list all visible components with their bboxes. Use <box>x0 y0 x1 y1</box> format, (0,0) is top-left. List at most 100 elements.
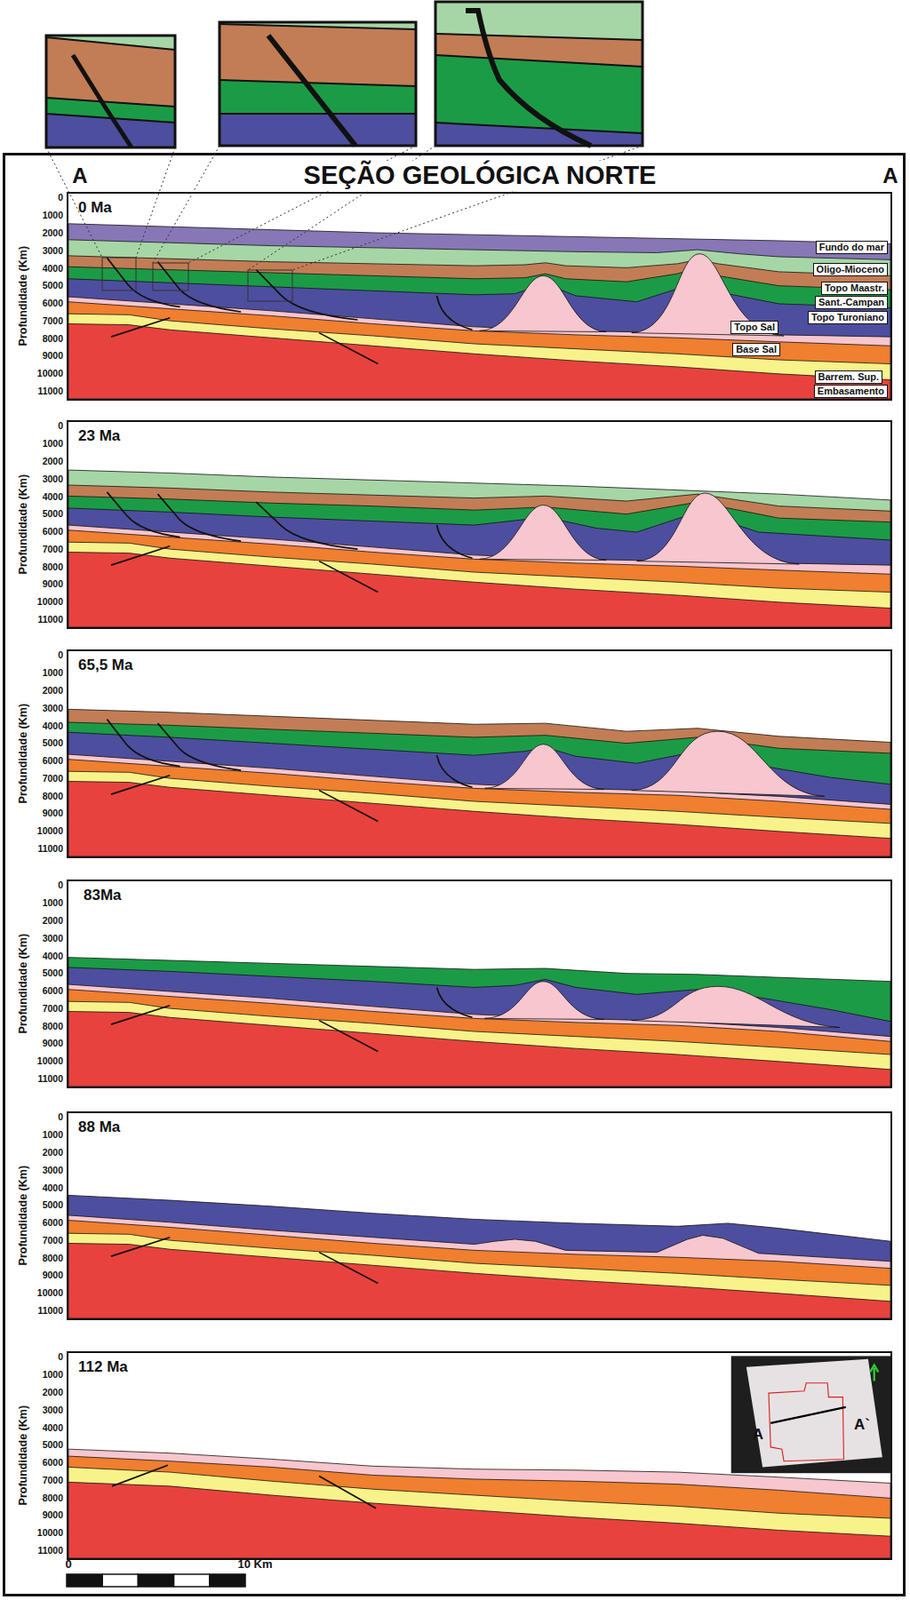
layer <box>68 709 891 857</box>
depth-tick: 5000 <box>42 508 64 519</box>
depth-tick: 0 <box>57 420 64 432</box>
inset-boundary <box>435 33 643 40</box>
fault <box>111 1465 168 1487</box>
zoom-box <box>152 263 189 291</box>
fault <box>111 1237 170 1257</box>
zoom-box <box>102 257 136 291</box>
depth-tick: 0 <box>57 649 64 661</box>
depth-tick: 2000 <box>42 227 64 239</box>
salt-diapir <box>631 731 825 797</box>
fault <box>157 723 241 771</box>
inset-boundary <box>219 112 416 115</box>
section-end-label: A <box>71 163 88 189</box>
layer-label: Oligo-Mioceno <box>816 263 885 275</box>
salt-diapir <box>484 744 605 791</box>
layer-label-box: Topo Maastr. <box>821 281 888 296</box>
salt-diapir <box>479 505 607 561</box>
layer <box>68 1482 891 1559</box>
depth-tick: 11000 <box>37 1545 64 1557</box>
depth-tick: 11000 <box>37 385 64 397</box>
inset-boundary <box>435 122 643 134</box>
depth-tick: 9000 <box>42 1509 64 1521</box>
fault <box>319 333 378 365</box>
depth-tick: 9000 <box>42 578 64 590</box>
layer-label-box: Sant.-Campan <box>814 295 888 310</box>
section-title: SEÇÃO GEOLÓGICA NORTE <box>300 160 661 191</box>
fault <box>319 561 378 593</box>
depth-tick: 6000 <box>42 526 64 537</box>
depth-tick: 2000 <box>42 1147 64 1158</box>
zoom-leader <box>135 147 176 258</box>
inset-layer <box>46 35 176 148</box>
depth-tick: 8000 <box>42 1021 64 1032</box>
inset-layer <box>46 35 176 107</box>
layer <box>68 984 891 1087</box>
depth-tick: 9000 <box>42 807 64 819</box>
fault <box>111 318 170 337</box>
fault <box>111 775 170 795</box>
layer <box>68 1221 891 1319</box>
zoom-box <box>247 270 293 302</box>
depth-tick: 0 <box>57 879 64 891</box>
depth-tick: 10000 <box>37 1287 64 1299</box>
layer <box>68 1467 891 1559</box>
depth-tick: 1000 <box>42 209 64 221</box>
depth-tick: 8000 <box>42 1253 64 1264</box>
depth-tick: 5000 <box>42 1439 64 1451</box>
section-line <box>770 1407 847 1424</box>
salt-diapir <box>631 986 840 1028</box>
inset-boundary <box>435 55 643 67</box>
layer-label-box: Barrem. Sup. <box>814 370 883 384</box>
age-label: 65,5 Ma <box>78 656 133 675</box>
depth-tick: 10000 <box>37 367 64 379</box>
depth-tick: 2000 <box>42 685 64 696</box>
inset-fault <box>465 10 591 146</box>
depth-tick: 10000 <box>37 825 64 837</box>
cross-section <box>68 1353 891 1559</box>
depth-tick: 6000 <box>42 1457 64 1469</box>
layer <box>68 279 891 400</box>
scale-label: 10 Km <box>237 1558 272 1573</box>
depth-tick: 3000 <box>42 702 64 714</box>
map-point-label: A` <box>854 1416 871 1435</box>
zoom-inset <box>46 35 176 148</box>
inset-boundary <box>46 37 176 50</box>
section-panel <box>66 879 893 1089</box>
fault <box>319 1476 376 1509</box>
scale-segment <box>102 1574 138 1588</box>
depth-tick: 1000 <box>42 897 64 909</box>
depth-tick: 10000 <box>37 1527 64 1539</box>
layer <box>68 1233 891 1319</box>
depth-tick: 3000 <box>42 245 64 256</box>
inset-boundary <box>219 23 416 30</box>
depth-tick: 1000 <box>42 1369 64 1381</box>
layer-label-box: Embasamento <box>814 384 888 399</box>
zoom-inset <box>219 22 416 146</box>
depth-tick: 8000 <box>42 561 64 573</box>
depth-tick: 3000 <box>42 1165 64 1176</box>
inset-fault <box>72 55 132 148</box>
depth-tick: 7000 <box>42 543 64 555</box>
section-panel <box>66 1351 893 1561</box>
inset-frame <box>46 35 176 148</box>
layer <box>68 508 891 628</box>
layer <box>68 255 891 400</box>
axis-title: Profundidade (Km) <box>16 246 30 347</box>
depth-tick: 4000 <box>42 950 64 962</box>
age-label: 0 Ma <box>78 199 112 217</box>
depth-tick: 10000 <box>37 1055 64 1067</box>
depth-tick: 0 <box>57 191 64 203</box>
axis-title: Profundidade (Km) <box>16 1165 30 1267</box>
layer-label: Base Sal <box>735 343 777 355</box>
inset-fault <box>268 35 356 146</box>
salt-diapir <box>484 981 605 1021</box>
map-point-label: A <box>752 1426 764 1445</box>
fault <box>157 494 241 542</box>
depth-tick: 11000 <box>37 1073 64 1085</box>
cross-section <box>68 881 891 1087</box>
scale-label: 0 <box>64 1558 72 1573</box>
inset-boundary <box>219 79 416 87</box>
layer <box>68 967 891 1087</box>
layer-label: Topo Sal <box>734 321 775 333</box>
